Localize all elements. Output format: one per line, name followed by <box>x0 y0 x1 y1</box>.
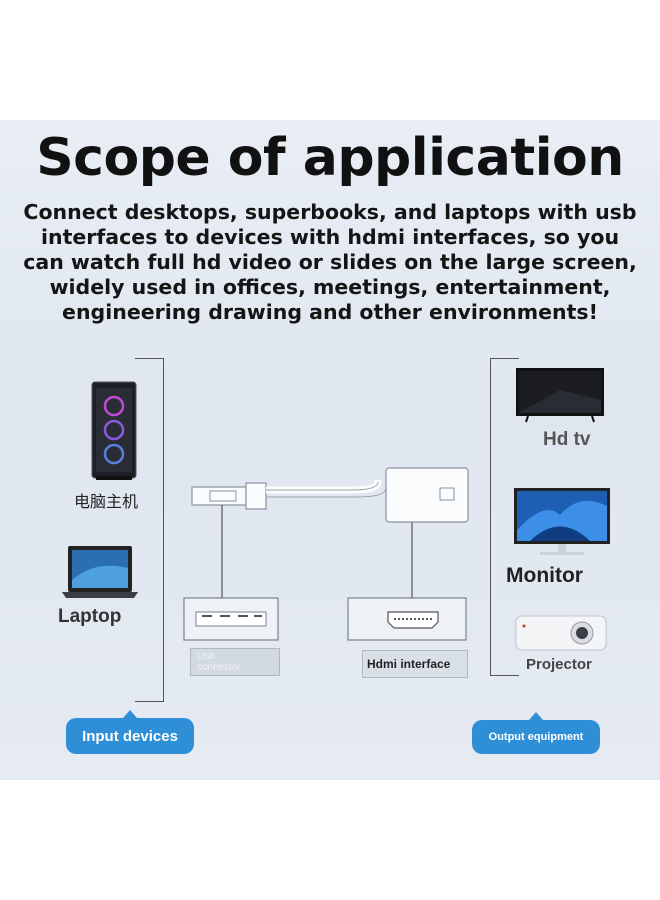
description-line: widely used in offices, meetings, entert… <box>49 275 611 299</box>
diagram-art <box>62 368 610 651</box>
hdmi-interface-label: Hdmi interface <box>367 657 451 671</box>
laptop-icon <box>62 546 138 598</box>
tv-icon <box>516 368 604 423</box>
application-panel: Scope of application Connect desktops, s… <box>0 120 660 780</box>
description-line: interfaces to devices with hdmi interfac… <box>40 225 620 249</box>
input-bracket <box>135 358 164 702</box>
output-bracket <box>490 358 519 676</box>
description-line: engineering drawing and other environmen… <box>62 300 598 324</box>
input-button-pointer <box>123 710 137 718</box>
input-devices-button[interactable]: Input devices <box>66 718 194 754</box>
hdmi-adapter-icon <box>385 467 469 523</box>
description-line: Connect desktops, superbooks, and laptop… <box>23 200 637 224</box>
hdmi-port-icon <box>347 597 467 641</box>
hdtv-label: Hd tv <box>543 429 591 450</box>
description: Connect desktops, superbooks, and laptop… <box>14 200 646 325</box>
monitor-label: Monitor <box>506 564 583 587</box>
output-equipment-button[interactable]: Output equipment <box>472 720 600 754</box>
usb-plug-icon <box>191 480 387 510</box>
usb-label-line1: Usb <box>197 651 215 662</box>
hdmi-interface-tag: Hdmi interface <box>362 650 468 678</box>
desktop-label: 电脑主机 <box>74 492 139 511</box>
projector-label: Projector <box>526 656 592 673</box>
monitor-icon <box>514 488 610 555</box>
description-line: can watch full hd video or slides on the… <box>23 250 637 274</box>
page-title: Scope of application <box>36 128 624 188</box>
desktop-tower-icon <box>91 381 137 480</box>
output-button-pointer <box>529 712 543 720</box>
projector-icon <box>515 615 607 651</box>
usb-label-line2: connector <box>197 662 241 673</box>
usb-port-icon <box>183 597 279 641</box>
laptop-label: Laptop <box>58 606 122 627</box>
